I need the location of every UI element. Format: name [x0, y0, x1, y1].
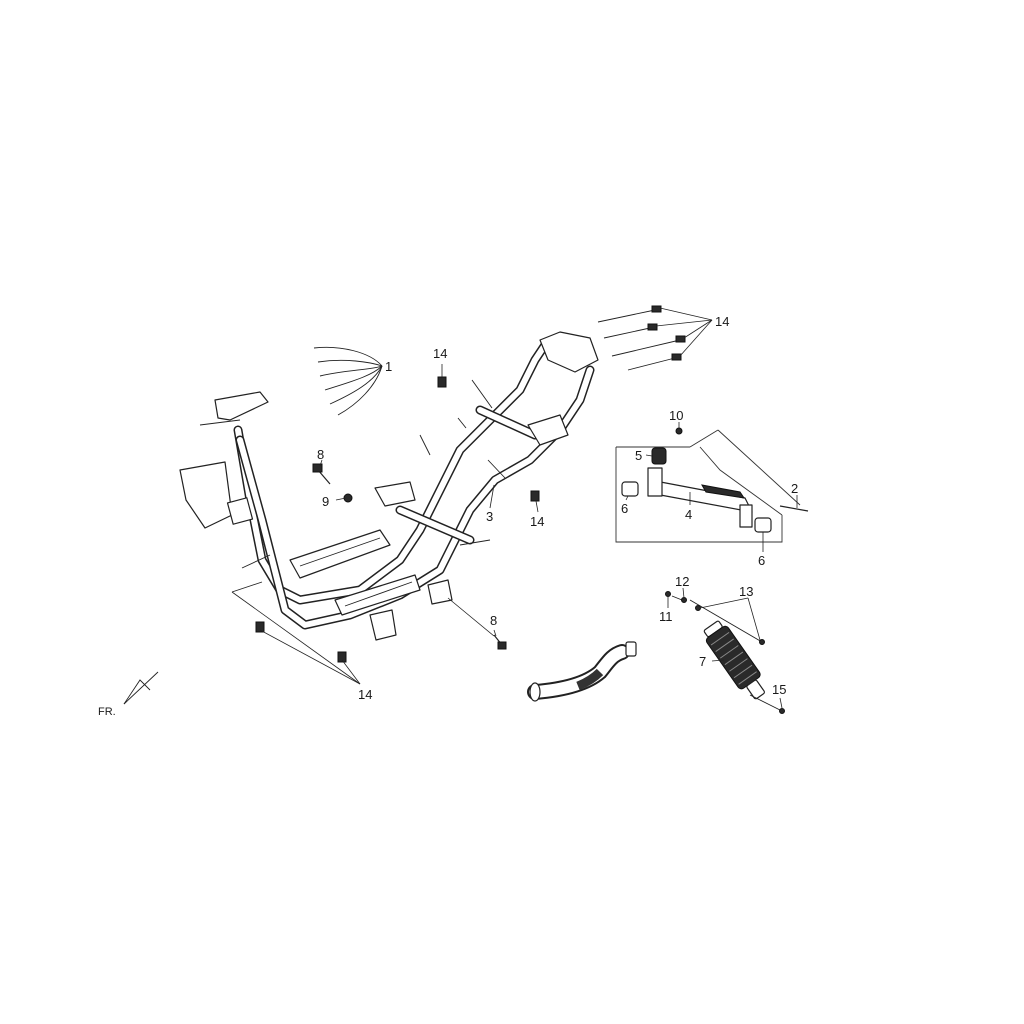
callout-labels: 1 14 14 8 9 3 14 10 5 2 6 4 6 12 13 11 8… [98, 314, 798, 718]
main-frame [179, 331, 599, 641]
callout-5: 5 [635, 448, 642, 463]
engine-hanger-assembly [615, 427, 809, 543]
callout-10: 10 [669, 408, 683, 423]
callout-6-right: 6 [758, 553, 765, 568]
wire-harness-clips [313, 346, 383, 416]
callout-14-top: 14 [433, 346, 447, 361]
callout-1: 1 [385, 359, 392, 374]
front-indicator-label: FR. [98, 706, 116, 718]
callout-11: 11 [659, 609, 673, 624]
cooling-hose [527, 641, 637, 702]
callout-2: 2 [791, 481, 798, 496]
leader-lines [231, 307, 798, 709]
callout-7: 7 [699, 654, 706, 669]
callout-15: 15 [772, 682, 786, 697]
callout-13: 13 [739, 584, 753, 599]
callout-8-lower: 8 [490, 613, 497, 628]
callout-12: 12 [675, 574, 689, 589]
callout-9: 9 [322, 494, 329, 509]
callout-3: 3 [486, 509, 493, 524]
direction-arrow-icon [123, 671, 159, 705]
callout-6-left: 6 [621, 501, 628, 516]
callout-14-top-right: 14 [715, 314, 729, 329]
callout-14-mid: 14 [530, 514, 544, 529]
frame-bolts [255, 305, 686, 663]
rear-shock-absorber [665, 591, 785, 714]
callout-8-upper: 8 [317, 447, 324, 462]
callout-4: 4 [685, 507, 692, 522]
callout-14-lower-left: 14 [358, 687, 372, 702]
